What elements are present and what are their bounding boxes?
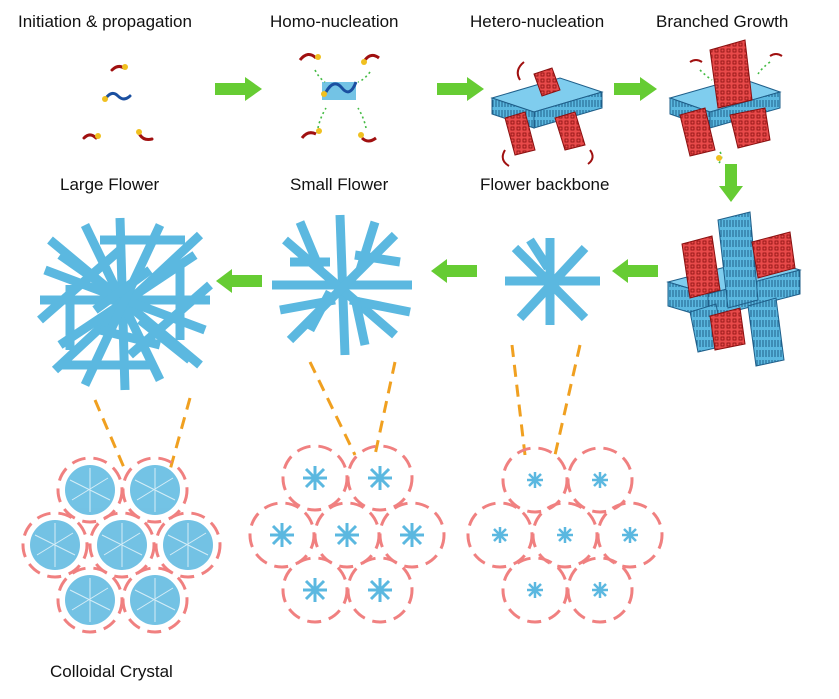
arrow-branched-down (719, 164, 743, 202)
label-hetero-nucleation: Hetero-nucleation (470, 12, 605, 31)
branched-composite-structure (666, 211, 802, 367)
label-small-flower: Small Flower (290, 175, 389, 194)
branched-growth-structure (668, 39, 783, 165)
initiation-chains (82, 64, 154, 141)
flower-backbone (505, 237, 600, 325)
arrow-initiation-to-homo (215, 77, 262, 101)
label-colloidal-crystal: Colloidal Crystal (50, 662, 173, 681)
zoom-dashed-lines (93, 344, 582, 471)
arrow-small-to-large (216, 269, 262, 293)
homo-nucleation-cluster (298, 53, 380, 143)
arrow-hetero-to-branched (614, 77, 657, 101)
label-large-flower: Large Flower (60, 175, 160, 194)
label-homo-nucleation: Homo-nucleation (270, 12, 399, 31)
arrow-homo-to-hetero (437, 77, 484, 101)
hetero-nucleation-structure (490, 61, 604, 167)
label-initiation: Initiation & propagation (18, 12, 192, 31)
colloidal-backbone (466, 446, 664, 624)
arrow-backbone-to-small (431, 259, 477, 283)
colloidal-small (248, 444, 446, 624)
process-arrows (215, 77, 743, 293)
label-branched-growth: Branched Growth (656, 12, 789, 31)
small-flower (272, 214, 412, 356)
large-flower (37, 217, 213, 391)
arrow-composite-to-backbone (612, 259, 658, 283)
label-flower-backbone: Flower backbone (480, 175, 610, 194)
colloidal-large (21, 456, 222, 634)
